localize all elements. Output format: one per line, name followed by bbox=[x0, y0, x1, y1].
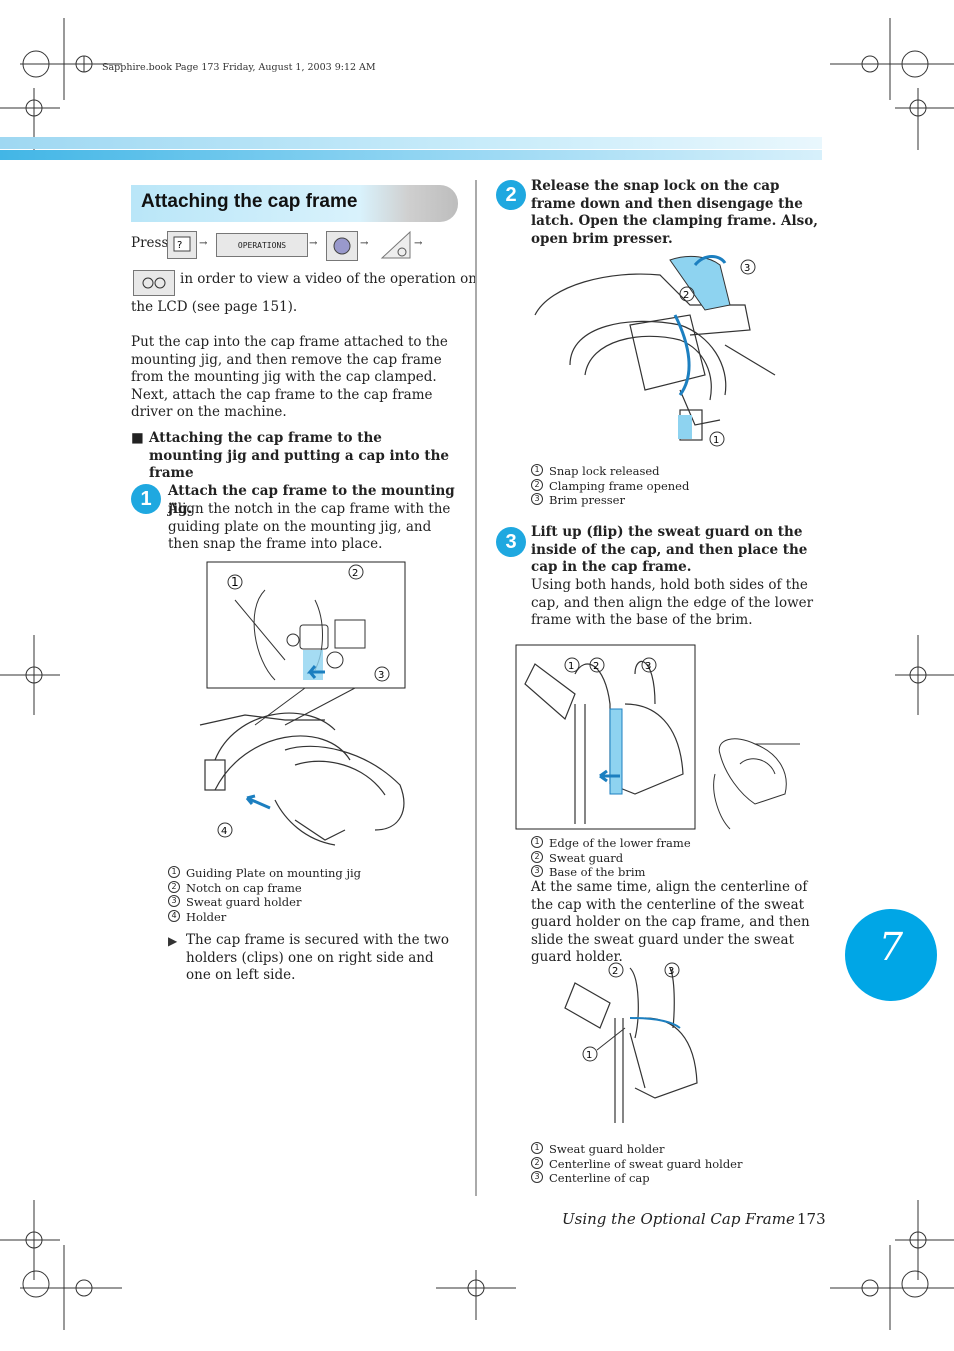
header-band-dark bbox=[0, 150, 822, 160]
header-band-light bbox=[0, 137, 822, 149]
footer-title: Using the Optional Cap Frame bbox=[562, 1210, 795, 1228]
section-title: Attaching the cap frame bbox=[141, 191, 358, 212]
svg-text:2: 2 bbox=[683, 290, 689, 301]
cap-frame-icon[interactable] bbox=[326, 231, 358, 261]
chapter-tab bbox=[845, 909, 937, 1001]
step-3-number: 3 bbox=[496, 527, 526, 557]
arrow-icon: → bbox=[309, 238, 318, 249]
video-page-icon[interactable] bbox=[380, 230, 412, 260]
section-title-bar bbox=[131, 185, 458, 222]
svg-text:1: 1 bbox=[713, 435, 719, 446]
svg-text:1: 1 bbox=[586, 1050, 592, 1061]
figure-cap-placement: 1 2 3 bbox=[515, 644, 800, 830]
print-header-note: Sapphire.book Page 173 Friday, August 1,… bbox=[102, 62, 376, 73]
operations-button[interactable]: OPERATIONS bbox=[216, 233, 308, 257]
svg-text:?: ? bbox=[177, 240, 182, 251]
step-1-body: Align the notch in the cap frame with th… bbox=[168, 501, 451, 553]
figure-cap-frame-on-jig: 1 2 3 4 bbox=[199, 561, 406, 846]
figure-sweat-guard-centerline: 2 3 1 bbox=[564, 962, 698, 1123]
step-1-heading: Attach the cap frame to the mounting jig… bbox=[168, 483, 455, 517]
intro-paragraph: Put the cap into the cap frame attached … bbox=[131, 334, 448, 421]
svg-text:3: 3 bbox=[668, 966, 674, 977]
video-instruction-cont: the LCD (see page 151). bbox=[131, 299, 298, 315]
chapter-number: 7 bbox=[878, 925, 904, 969]
video-icon[interactable] bbox=[133, 270, 175, 296]
step-3-body-2: At the same time, align the centerline o… bbox=[531, 879, 810, 966]
page-number: 173 bbox=[797, 1210, 826, 1228]
arrow-icon: → bbox=[414, 238, 423, 249]
press-label: Press bbox=[131, 235, 169, 251]
step-2-heading: Release the snap lock on the cap frame d… bbox=[531, 178, 818, 247]
svg-text:1: 1 bbox=[568, 661, 574, 672]
svg-text:2: 2 bbox=[593, 661, 599, 672]
column-divider bbox=[475, 180, 477, 1196]
arrow-icon: → bbox=[360, 238, 369, 249]
svg-text:2: 2 bbox=[612, 966, 618, 977]
arrow-icon: → bbox=[199, 238, 208, 249]
step-3-body: Using both hands, hold both sides of the… bbox=[531, 577, 814, 629]
video-instruction: in order to view a video of the operatio… bbox=[180, 271, 477, 287]
figure-snap-lock-released: 3 2 1 bbox=[534, 255, 776, 447]
svg-text:3: 3 bbox=[645, 661, 651, 672]
callout-2: 2 bbox=[352, 568, 358, 579]
callout-3: 3 bbox=[378, 670, 384, 681]
subsection-title: Attaching the cap frame to the mounting … bbox=[149, 430, 449, 482]
svg-text:3: 3 bbox=[744, 263, 750, 274]
step-2-number: 2 bbox=[496, 180, 526, 210]
note-triangle-icon: ▶ bbox=[168, 934, 178, 948]
step-1-number: 1 bbox=[131, 484, 161, 514]
subsection-bullet: ■ bbox=[131, 430, 144, 446]
step-3-heading: Lift up (flip) the sweat guard on the in… bbox=[531, 524, 808, 576]
step-1-note: The cap frame is secured with the two ho… bbox=[186, 932, 449, 984]
callout-4: 4 bbox=[221, 826, 227, 837]
manual-icon[interactable]: ? bbox=[167, 231, 197, 259]
callout-1: 1 bbox=[231, 575, 239, 589]
